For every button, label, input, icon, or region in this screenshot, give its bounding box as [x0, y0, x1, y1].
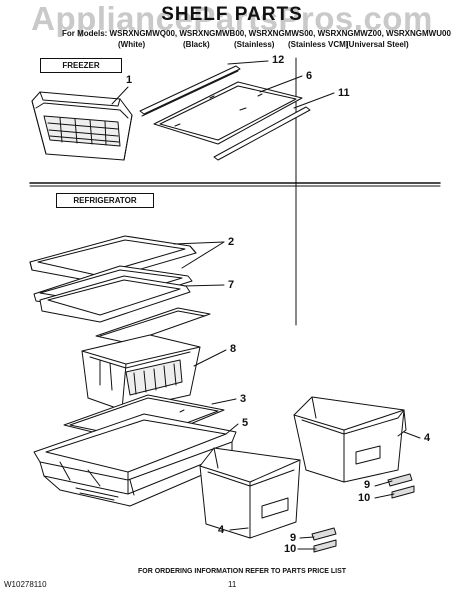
freezer-rear-strip: [213, 106, 311, 161]
deli-drawer: [81, 334, 201, 411]
shelf-frame: [39, 275, 211, 344]
crisper-frame: [33, 413, 237, 507]
freezer-bin: [31, 91, 133, 161]
page-title: SHELF PARTS: [161, 4, 303, 25]
freezer-glass-shelf: [153, 81, 303, 145]
models-line: For Models: WSRXNGMWQ00, WSRXNGMWB00, WS…: [62, 29, 451, 38]
variant-label: (White): [118, 40, 146, 49]
crisper-drawer-right: [293, 396, 407, 483]
crisper-drawer-left: [199, 447, 301, 539]
callout-4: 4: [424, 432, 431, 444]
ordering-info: FOR ORDERING INFORMATION REFER TO PARTS …: [138, 568, 347, 575]
variant-label: (Stainless): [234, 40, 275, 49]
freezer-section-label: FREEZER: [40, 58, 122, 73]
callout-10: 10: [284, 543, 297, 555]
callout-1: 1: [126, 74, 133, 86]
variant-label: (Stainless VCM): [288, 40, 349, 49]
callout-4: 4: [218, 524, 225, 536]
callout-5: 5: [242, 417, 249, 429]
callout-9: 9: [290, 532, 297, 544]
refrigerator-section-label: REFRIGERATOR: [56, 193, 154, 208]
freezer-trim-strip: [139, 65, 241, 117]
document-number: W10278110: [4, 580, 47, 589]
callout-leaders: [111, 60, 421, 550]
callout-2: 2: [228, 236, 235, 248]
callout-8: 8: [230, 343, 237, 355]
callout-9: 9: [364, 479, 371, 491]
callout-7: 7: [228, 279, 235, 291]
callout-3: 3: [240, 393, 247, 405]
page-number: 11: [228, 580, 237, 589]
callout-12: 12: [272, 54, 285, 66]
watermark: AppliancePartsPros.com: [31, 0, 433, 37]
callout-11: 11: [338, 87, 350, 99]
variant-label: (Black): [183, 40, 210, 49]
callout-6: 6: [306, 70, 313, 82]
drawer-clips-left: [311, 527, 337, 553]
variant-label: (Universal Steel): [346, 40, 409, 49]
drawer-clips-right: [387, 473, 415, 499]
callout-10: 10: [358, 492, 371, 504]
